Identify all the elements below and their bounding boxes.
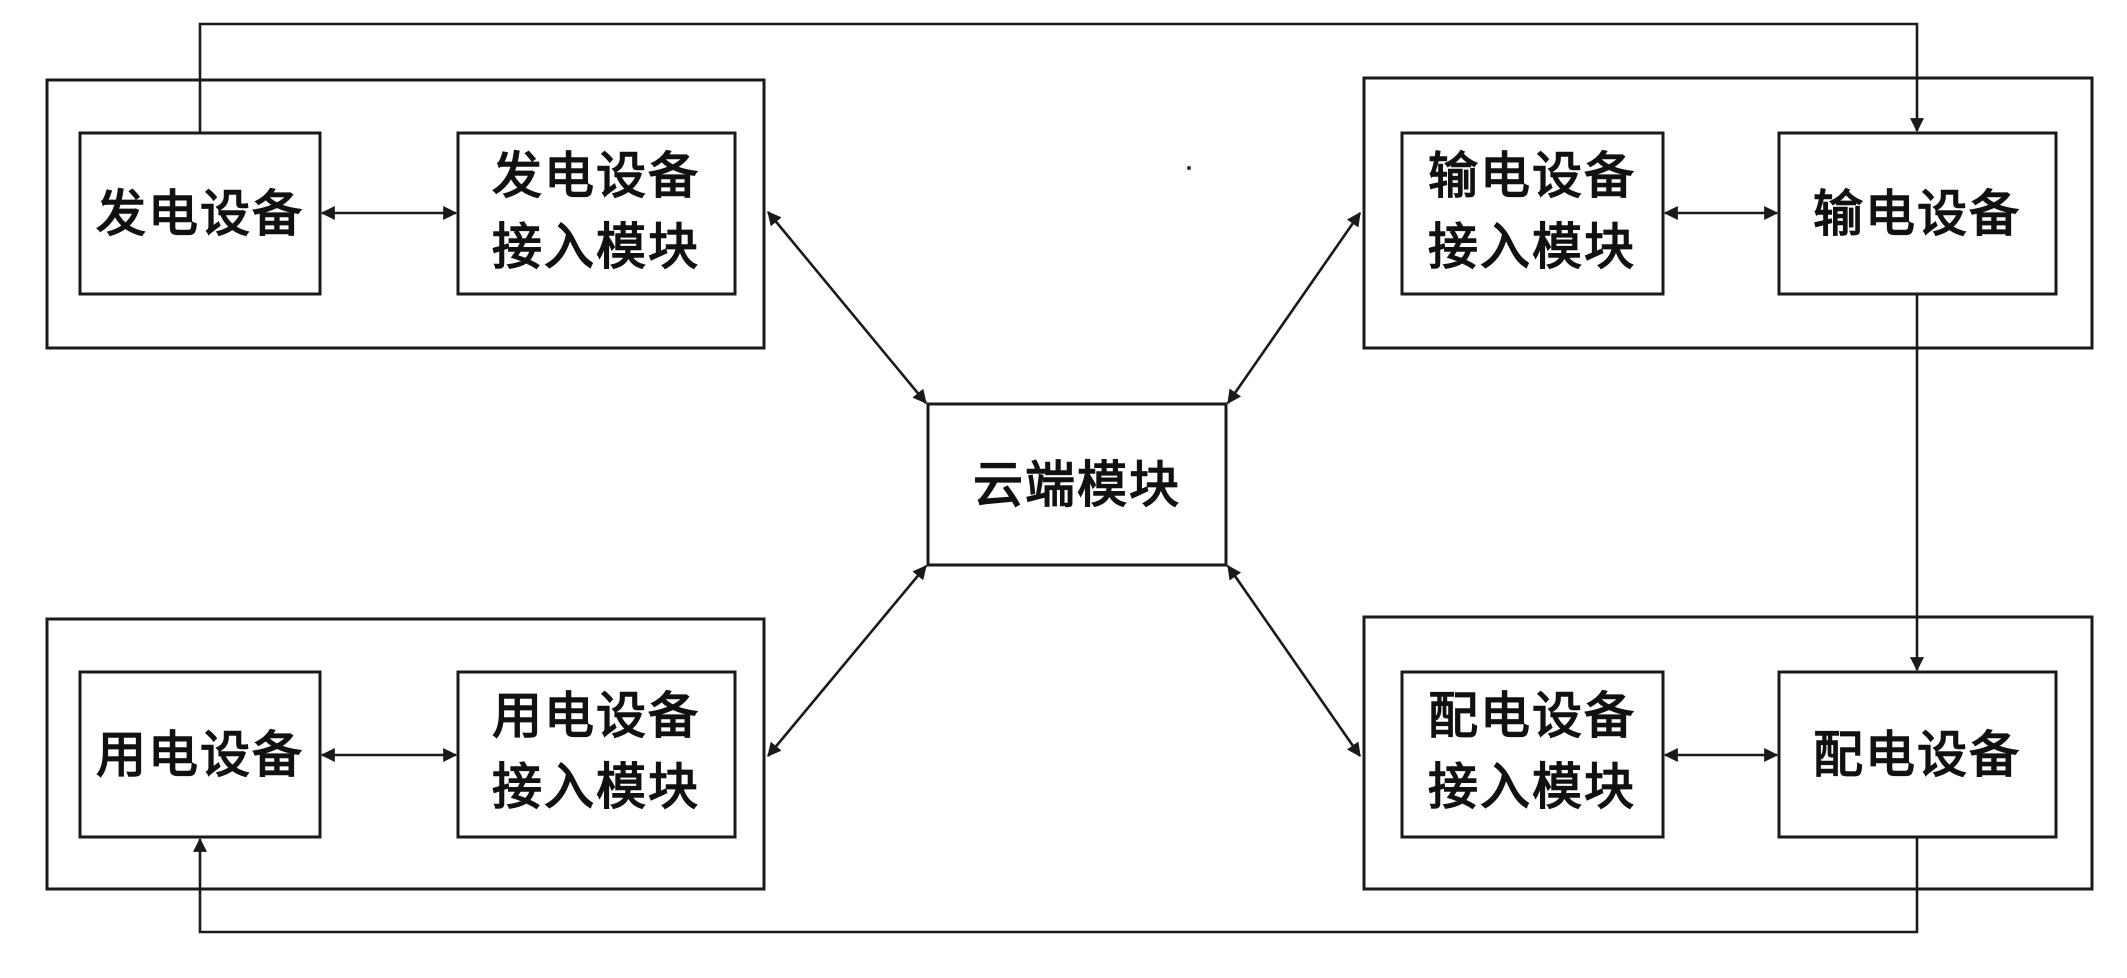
distribution-access-label-line2: 接入模块 — [1428, 758, 1636, 816]
transmission-access-label-line2: 接入模块 — [1428, 218, 1636, 276]
transmission-device-label: 输电设备 — [1813, 185, 2021, 243]
cloud-module-label: 云端模块 — [973, 456, 1181, 514]
consumption-access-label-line2: 接入模块 — [492, 758, 700, 816]
transmission-access-label-line1: 输电设备 — [1428, 147, 1636, 205]
consumption-access-cloud-arrow — [768, 566, 926, 756]
speck-dot — [1187, 166, 1191, 170]
generation-device-label: 发电设备 — [96, 185, 304, 243]
consumption-access-label-line1: 用电设备 — [492, 687, 700, 745]
generation-access-label-line2: 接入模块 — [492, 218, 700, 276]
distribution-access-label-line1: 配电设备 — [1428, 687, 1636, 745]
generation-access-cloud-arrow — [768, 212, 926, 403]
consumption-device-label: 用电设备 — [96, 726, 304, 784]
distribution-access-cloud-arrow — [1228, 566, 1360, 756]
transmission-access-cloud-arrow — [1228, 213, 1360, 403]
generation-access-label-line1: 发电设备 — [492, 147, 700, 205]
distribution-device-label: 配电设备 — [1813, 726, 2021, 784]
